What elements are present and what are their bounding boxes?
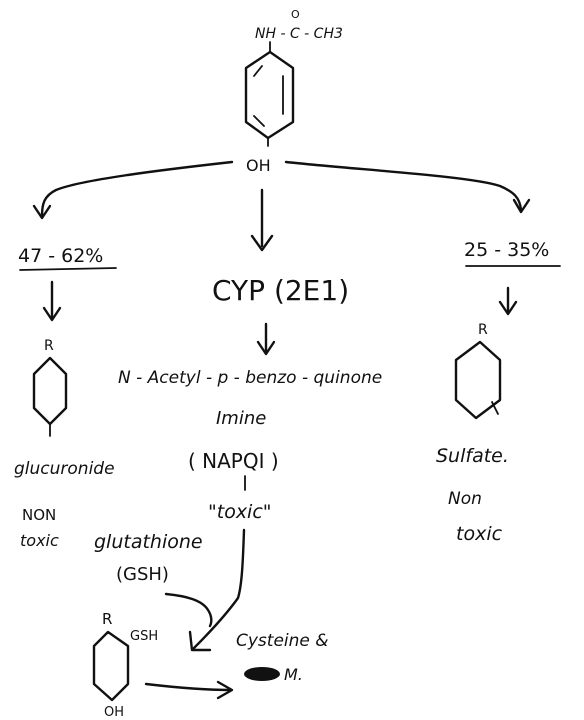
top-structure: O NH - C - CH3 OH (244, 8, 343, 175)
cysteine-product-line1: Cysteine & (236, 631, 329, 651)
gsh-join-line (164, 592, 213, 628)
conjugate-ring-gsh: GSH (130, 629, 158, 644)
right-note-line2: toxic (456, 523, 503, 545)
to-cysteine-arrow-head (216, 680, 234, 700)
center-toxic-label: "toxic" (208, 501, 272, 523)
left-note-line1: NON (22, 506, 56, 524)
center-to-conjugate-line (192, 528, 246, 650)
arrow-to-center-head (250, 234, 274, 252)
center-napqi-line2: Imine (216, 408, 266, 429)
top-carbonyl-o: O (291, 8, 300, 21)
top-oh-label: OH (246, 156, 271, 175)
conjugate-ring (92, 630, 130, 702)
center-napqi-abbrev: ( NAPQI ) (188, 449, 279, 473)
right-ring-r: R (478, 322, 488, 338)
left-note-line2: toxic (20, 531, 59, 550)
arrow-to-right-head (512, 198, 531, 214)
cysteine-product-line2: M. (284, 665, 303, 684)
arrow-to-left-head (32, 204, 52, 220)
right-ring (454, 340, 502, 420)
left-percent: 47 - 62% (18, 245, 103, 267)
top-substituent: NH - C - CH3 (255, 26, 343, 42)
conjugate-ring-oh: OH (104, 705, 124, 720)
left-branch: 47 - 62% R glucuronide NON toxic (14, 245, 117, 550)
left-ring (32, 356, 68, 426)
center-napqi-line1: N - Acetyl - p - benzo - quinone (118, 368, 382, 388)
gsh-label-line2: (GSH) (116, 564, 169, 585)
to-cysteine-arrow (144, 682, 232, 692)
right-percent: 25 - 35% (464, 239, 549, 261)
right-arrow-head (498, 300, 518, 316)
arrow-to-left-branch (40, 160, 234, 218)
right-product: Sulfate. (436, 445, 509, 467)
center-to-conjugate-head (188, 630, 212, 652)
right-branch: 25 - 35% R Sulfate. Non toxic (436, 239, 561, 545)
center-enzyme: CYP (2E1) (212, 274, 349, 307)
left-product: glucuronide (14, 459, 115, 479)
gsh-label-line1: glutathione (94, 531, 203, 553)
top-ring-double-bond-3 (253, 115, 265, 127)
top-benzene-ring (244, 50, 295, 140)
center-branch: CYP (2E1) N - Acetyl - p - benzo - quino… (118, 274, 382, 652)
top-ring-double-bond-1 (253, 65, 263, 77)
gsh-conjugation: glutathione (GSH) R GSH OH Cysteine & M. (92, 531, 329, 720)
scribble-mark (244, 667, 280, 681)
left-ring-r: R (44, 338, 54, 354)
conjugate-ring-r: R (102, 610, 112, 628)
left-percent-underline (19, 267, 117, 271)
center-arrow-head (256, 340, 276, 356)
arrow-to-right-branch (284, 160, 523, 212)
right-ring-tail (491, 401, 499, 415)
right-note-line1: Non (448, 489, 482, 509)
left-arrow-head (42, 306, 62, 322)
branch-arrows (32, 160, 531, 252)
